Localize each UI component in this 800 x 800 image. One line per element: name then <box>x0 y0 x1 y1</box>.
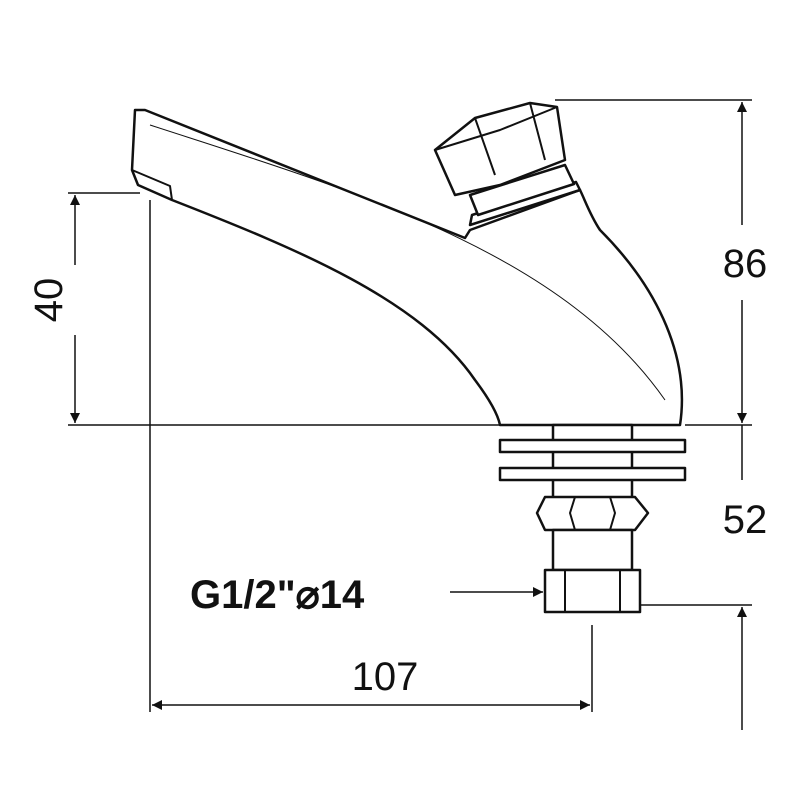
dimension-40: 40 <box>27 278 71 323</box>
push-button <box>468 180 582 227</box>
dimension-107: 107 <box>352 655 419 699</box>
dimension-52: 52 <box>723 498 768 542</box>
connection-label: G1/2"⌀14 <box>190 573 365 617</box>
dimension-lines <box>68 99 752 730</box>
spout <box>130 108 684 427</box>
connection-fittings <box>498 423 687 614</box>
dimension-86: 86 <box>723 242 768 286</box>
